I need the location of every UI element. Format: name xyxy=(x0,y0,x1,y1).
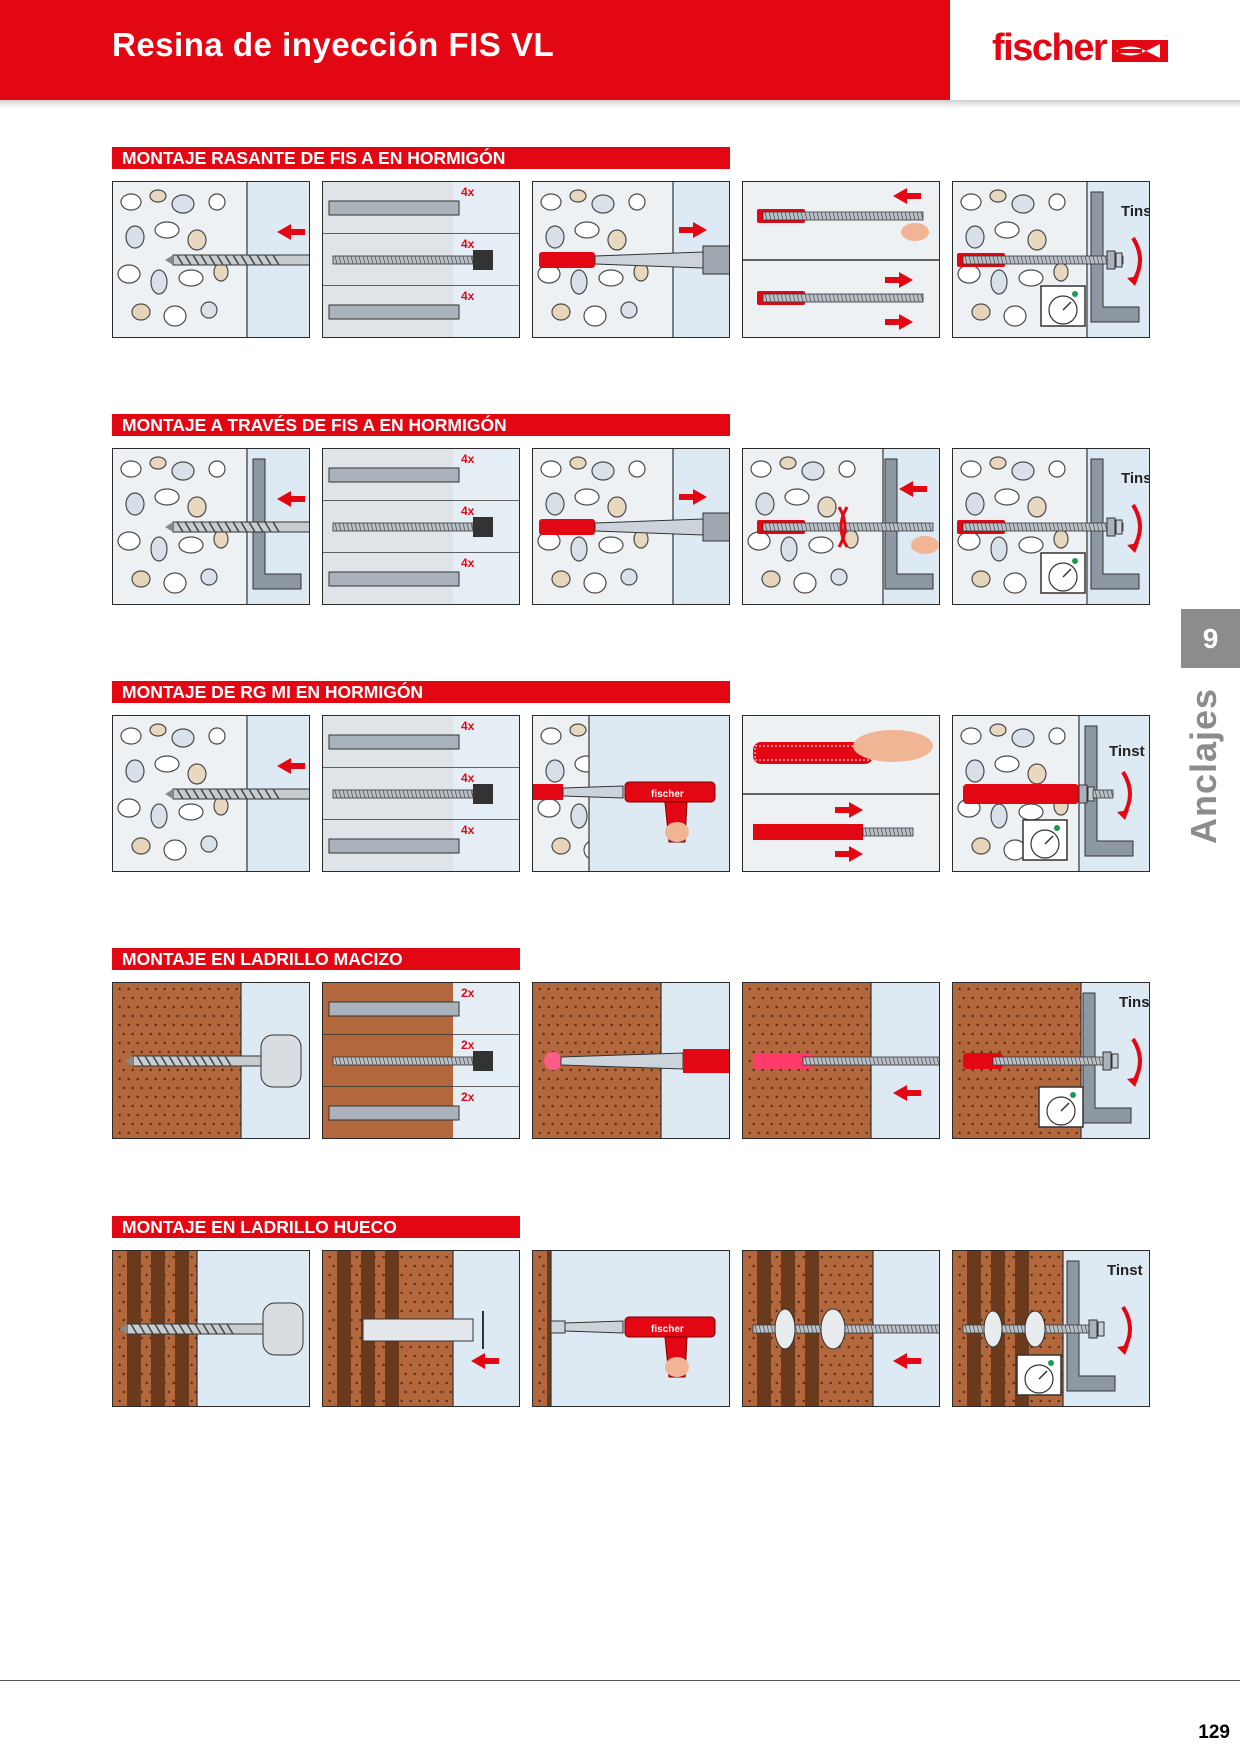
header-shadow xyxy=(0,100,1240,108)
step-annotation: 2x xyxy=(461,1090,475,1104)
page-number: 129 xyxy=(1198,1722,1230,1743)
step-drawing xyxy=(113,1251,309,1406)
step-illustration-inject xyxy=(532,448,730,605)
step-illustration-torque: Tinst xyxy=(952,181,1150,338)
step-annotation: fischer xyxy=(651,789,684,800)
step-illustration-torque-brick: Tinst xyxy=(952,982,1150,1139)
step-illustration-anchor-torque: Tinst xyxy=(952,715,1150,872)
section-title: MONTAJE DE RG MI EN HORMIGÓN xyxy=(112,681,730,703)
step-drawing xyxy=(743,716,939,871)
step-annotation: 4x xyxy=(461,452,475,466)
step-drawing xyxy=(743,983,939,1138)
step-illustration-rod-twist xyxy=(742,448,940,605)
header-band xyxy=(0,0,950,100)
step-illustration-drill xyxy=(112,181,310,338)
step-illustration-rod-split xyxy=(742,181,940,338)
step-annotation: Tinst xyxy=(1107,1262,1143,1279)
installation-step-row: 4x 4x 4x fischer Tinst xyxy=(112,715,1152,872)
step-annotation: 4x xyxy=(461,185,475,199)
step-illustration-sleeve-hollow xyxy=(322,1250,520,1407)
step-annotation: 4x xyxy=(461,289,475,303)
step-illustration-rod-brick xyxy=(742,982,940,1139)
step-drawing: Tinst xyxy=(953,1251,1149,1406)
chapter-tab[interactable]: 9 xyxy=(1181,609,1240,668)
step-annotation: 4x xyxy=(461,823,475,837)
footer-rule xyxy=(0,1680,1240,1681)
step-illustration-drill xyxy=(112,715,310,872)
step-annotation: fischer xyxy=(651,1324,684,1335)
installation-step-row: 4x4x4xTinst xyxy=(112,181,1152,338)
step-drawing: Tinst xyxy=(953,182,1150,337)
step-annotation: 4x xyxy=(461,719,475,733)
step-annotation: Tinst xyxy=(1121,203,1150,220)
step-drawing xyxy=(533,983,729,1138)
step-annotation: Tinst xyxy=(1121,470,1150,487)
section-title: MONTAJE A TRAVÉS DE FIS A EN HORMIGÓN xyxy=(112,414,730,436)
step-illustration-drill-hollow xyxy=(112,1250,310,1407)
step-illustration-clean: 4x 4x 4x xyxy=(322,448,520,605)
step-drawing xyxy=(533,182,729,337)
step-drawing xyxy=(533,449,729,604)
step-drawing xyxy=(743,449,939,604)
section-title: MONTAJE EN LADRILLO HUECO xyxy=(112,1216,520,1238)
step-drawing: 2x 2x 2x xyxy=(323,983,519,1138)
step-annotation: 4x xyxy=(461,771,475,785)
step-illustration-rod-hollow xyxy=(742,1250,940,1407)
page-title: Resina de inyección FIS VL xyxy=(112,26,555,63)
step-illustration-torque-hollow: Tinst xyxy=(952,1250,1150,1407)
step-drawing: fischer xyxy=(533,716,729,871)
fish-logo-icon xyxy=(1112,40,1169,62)
step-drawing xyxy=(113,716,309,871)
step-annotation: 2x xyxy=(461,986,475,1000)
step-illustration-torque: Tinst xyxy=(952,448,1150,605)
step-drawing: Tinst xyxy=(953,449,1150,604)
step-annotation: 4x xyxy=(461,504,475,518)
step-illustration-gun-hollow: fischer xyxy=(532,1250,730,1407)
step-drawing: 4x 4x 4x xyxy=(323,449,519,604)
step-illustration-gun: fischer xyxy=(532,715,730,872)
step-annotation: Tinst xyxy=(1109,743,1145,760)
step-drawing: 4x 4x 4x xyxy=(323,716,519,871)
step-drawing xyxy=(743,182,939,337)
step-illustration-inject-brick xyxy=(532,982,730,1139)
brand-name: fischer xyxy=(992,26,1108,69)
installation-step-row: fischer Tinst xyxy=(112,1250,1152,1407)
section-title: MONTAJE EN LADRILLO MACIZO xyxy=(112,948,520,970)
step-drawing xyxy=(113,182,309,337)
step-annotation: 2x xyxy=(461,1038,475,1052)
step-illustration-clean: 4x 4x 4x xyxy=(322,715,520,872)
installation-step-row: 4x4x4xTinst xyxy=(112,448,1152,605)
step-illustration-inject xyxy=(532,181,730,338)
step-illustration-drill xyxy=(112,448,310,605)
step-annotation: 4x xyxy=(461,237,475,251)
step-drawing xyxy=(113,983,309,1138)
step-drawing xyxy=(323,1251,519,1406)
step-illustration-clean: 4x 4x 4x xyxy=(322,181,520,338)
step-drawing: fischer xyxy=(533,1251,729,1406)
section-title: MONTAJE RASANTE DE FIS A EN HORMIGÓN xyxy=(112,147,730,169)
step-annotation: Tinst xyxy=(1119,994,1150,1011)
step-drawing: 4x 4x 4x xyxy=(323,182,519,337)
step-drawing: Tinst xyxy=(953,983,1150,1138)
step-illustration-anchor-split xyxy=(742,715,940,872)
step-annotation: 4x xyxy=(461,556,475,570)
step-illustration-drill-brick xyxy=(112,982,310,1139)
step-drawing xyxy=(743,1251,939,1406)
step-drawing: Tinst xyxy=(953,716,1149,871)
step-illustration-clean-brick: 2x 2x 2x xyxy=(322,982,520,1139)
brand-logo: fischer xyxy=(992,26,1169,69)
step-drawing xyxy=(113,449,309,604)
chapter-label: Anclajes xyxy=(1183,687,1224,844)
installation-step-row: 2x2x2xTinst xyxy=(112,982,1152,1139)
